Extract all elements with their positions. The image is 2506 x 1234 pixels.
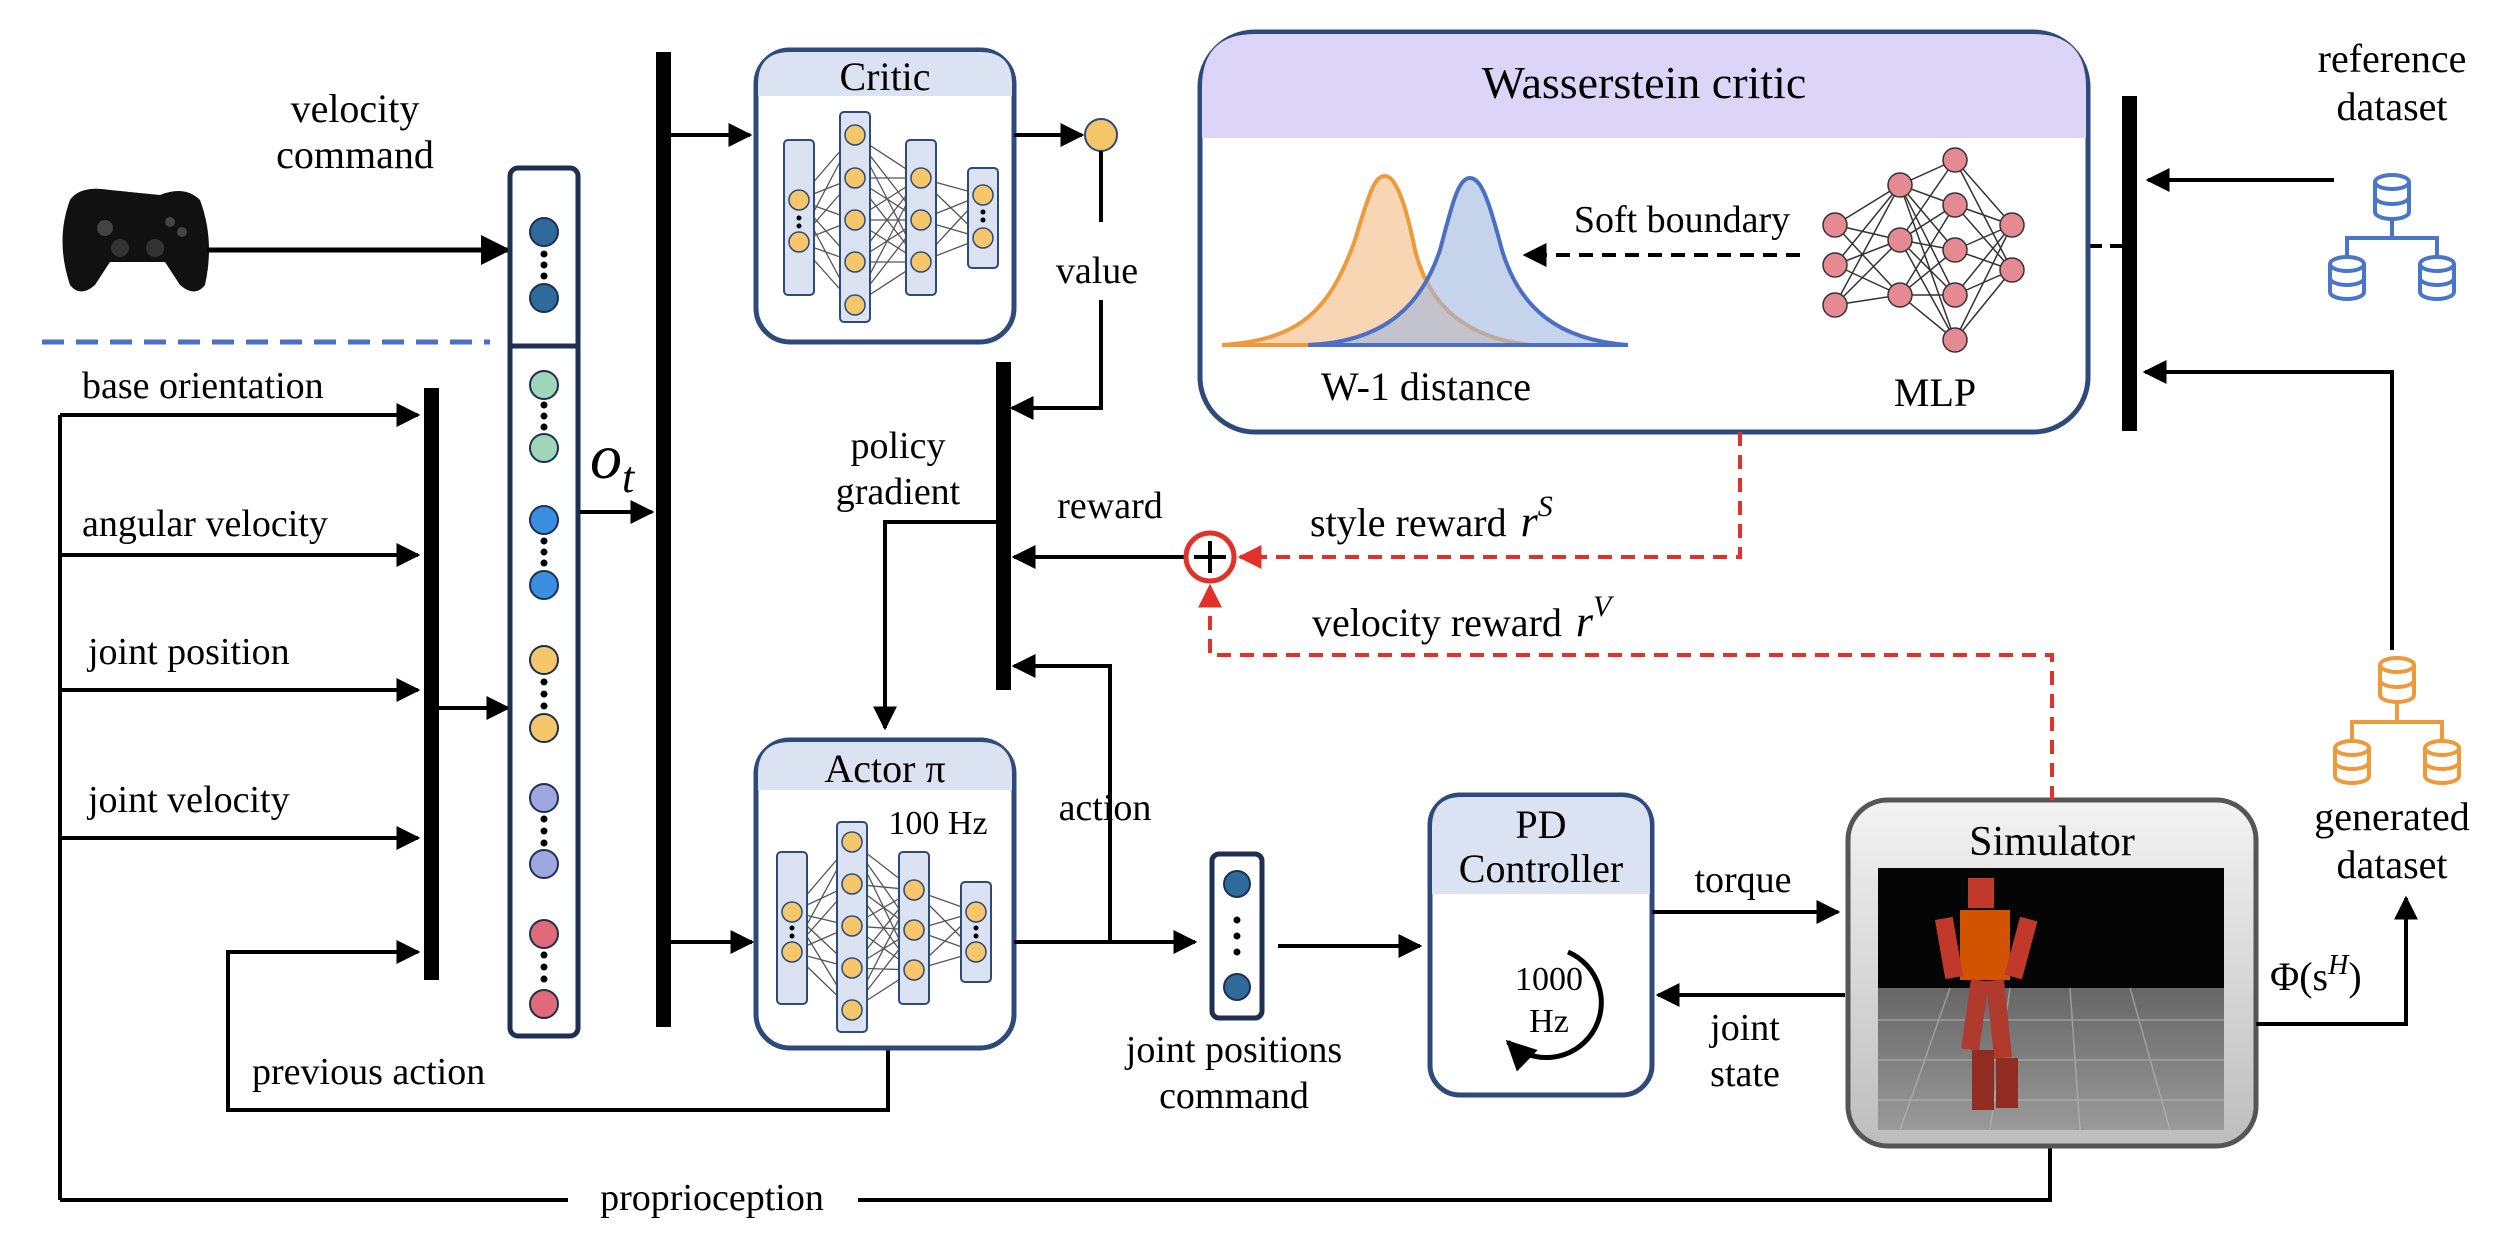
generated-dataset-icon (2333, 656, 2461, 785)
joint-position-label: joint position (86, 631, 290, 673)
value-to-gradient-arrow (1009, 300, 1103, 420)
wasserstein-title: Wasserstein critic (1482, 57, 1807, 108)
action-label: action (1059, 787, 1152, 829)
base-orientation-label: base orientation (82, 365, 324, 407)
style-reward-arrow (1237, 432, 1742, 569)
velocity-command-label-2: command (276, 132, 434, 177)
reference-dataset-label-1: reference (2318, 36, 2467, 81)
joint-command-label-1: joint positions (1124, 1029, 1342, 1071)
joint-state-label-1: joint (1708, 1007, 1780, 1049)
value-node (1084, 118, 1118, 152)
observation-vector (507, 165, 581, 1039)
actor-rate: 100 Hz (888, 805, 987, 842)
actor-box (753, 737, 1017, 1051)
input-collector-bar (424, 388, 439, 980)
pd-rate-2: Hz (1529, 1003, 1569, 1040)
observation-symbol: ot (590, 421, 636, 502)
reference-dataset-icon (2328, 173, 2456, 301)
critic-box (753, 47, 1017, 345)
reward-label: reward (1057, 485, 1162, 527)
proprioception-label-bg (568, 1176, 858, 1224)
w1-distance-label: W-1 distance (1321, 364, 1531, 409)
actor-title: Actor π (824, 746, 945, 791)
simulator-title: Simulator (1969, 819, 2135, 865)
wasserstein-critic-box (1197, 29, 2091, 435)
proprioception-lines (58, 403, 890, 1200)
angular-velocity-label: angular velocity (82, 503, 328, 545)
pd-title-2: Controller (1459, 846, 1623, 891)
soft-boundary-label: Soft boundary (1574, 199, 1790, 241)
proprioception-label: proprioception (600, 1177, 824, 1219)
joint-command-label-2: command (1159, 1075, 1309, 1117)
pd-rate-1: 1000 (1515, 961, 1583, 998)
joint-command-vector (1209, 851, 1265, 1021)
action-to-gradient-arrow (1011, 654, 1112, 942)
gradient-to-actor-arrow (873, 520, 996, 731)
mlp-label: MLP (1894, 370, 1976, 415)
critic-title: Critic (839, 54, 930, 99)
reward-sum-node (1183, 530, 1237, 584)
phi-label: Φ(sH) (2270, 950, 2362, 999)
torque-label: torque (1694, 859, 1791, 901)
pd-controller-box (1427, 792, 1655, 1098)
robot-icon (1934, 878, 2038, 1110)
critic-input-bar (2122, 96, 2137, 431)
velocity-reward-arrow (1198, 583, 2054, 800)
gamepad-icon (62, 188, 209, 292)
observation-distribution-bar (656, 52, 671, 1027)
reference-dataset-label-2: dataset (2336, 84, 2447, 129)
pd-title-1: PD (1515, 802, 1566, 847)
joint-velocity-label: joint velocity (86, 779, 290, 821)
simulator-box (1845, 797, 2259, 1149)
policy-gradient-bar (996, 362, 1011, 690)
previous-action-label: previous action (252, 1051, 485, 1093)
velocity-command-label-1: velocity (291, 86, 420, 131)
generated-dataset-label-2: dataset (2336, 842, 2447, 887)
phi-arrow (2256, 895, 2418, 1026)
value-label: value (1056, 250, 1138, 292)
proprioception-feedback-line (60, 1145, 2052, 1202)
generated-to-critic-arrow (2142, 360, 2394, 650)
policy-gradient-label-1: policy (851, 425, 946, 467)
generated-dataset-label-1: generated (2314, 794, 2469, 839)
joint-state-label-2: state (1710, 1053, 1780, 1095)
policy-gradient-label-2: gradient (836, 471, 961, 513)
